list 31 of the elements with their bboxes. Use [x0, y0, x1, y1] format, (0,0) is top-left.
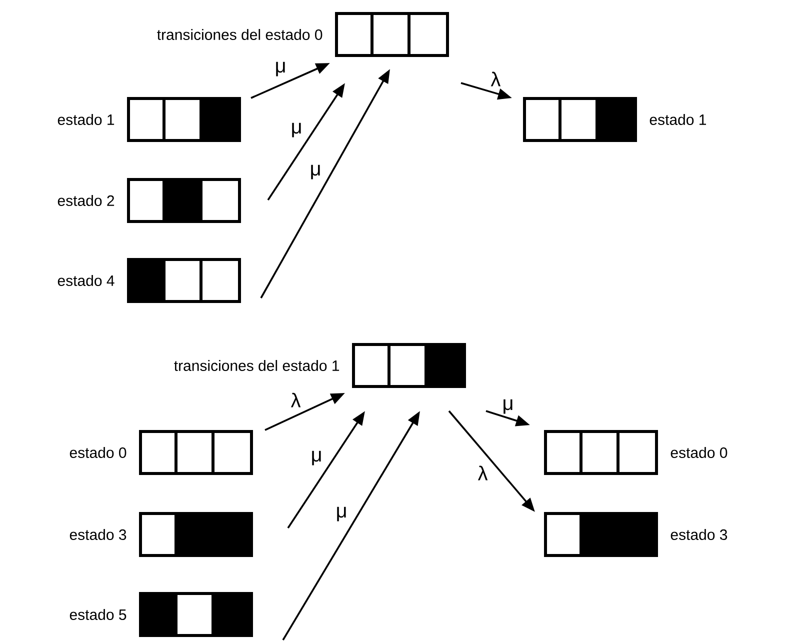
node-label: transiciones del estado 1 [174, 360, 340, 372]
edge-label: μ [276, 62, 285, 76]
state-box: transiciones del estado 1 [174, 343, 466, 388]
node-label: transiciones del estado 0 [157, 28, 322, 40]
state-box: estado 0 [544, 430, 728, 475]
state-box: estado 4 [58, 258, 241, 303]
node-label: estado 0 [70, 447, 126, 458]
node-label: estado 4 [58, 274, 114, 286]
node-label: estado 0 [670, 447, 728, 458]
state-box: estado 3 [70, 512, 253, 557]
edge-label: μ [337, 506, 346, 522]
edge-label: μ [292, 122, 301, 138]
edge-label: λ [478, 466, 488, 480]
state-box: estado 3 [544, 512, 728, 557]
node-label: estado 3 [70, 529, 126, 540]
node-label: estado 1 [650, 114, 706, 126]
edge-label: λ [290, 392, 301, 408]
edge-label: μ [311, 164, 320, 180]
edge-label: λ [490, 72, 501, 86]
state-box: estado 2 [58, 178, 241, 223]
state-box: estado 1 [58, 97, 241, 142]
state-box: estado 5 [70, 592, 253, 637]
state-box: transiciones del estado 0 [157, 12, 449, 57]
node-label: estado 5 [70, 609, 126, 620]
node-label: estado 2 [58, 194, 114, 206]
state-box: estado 0 [70, 430, 253, 475]
node-label: estado 3 [670, 529, 728, 540]
state-box: estado 1 [523, 97, 706, 142]
node-label: estado 1 [58, 114, 114, 126]
edge-label: μ [312, 450, 321, 466]
edge-label: μ [504, 399, 512, 414]
